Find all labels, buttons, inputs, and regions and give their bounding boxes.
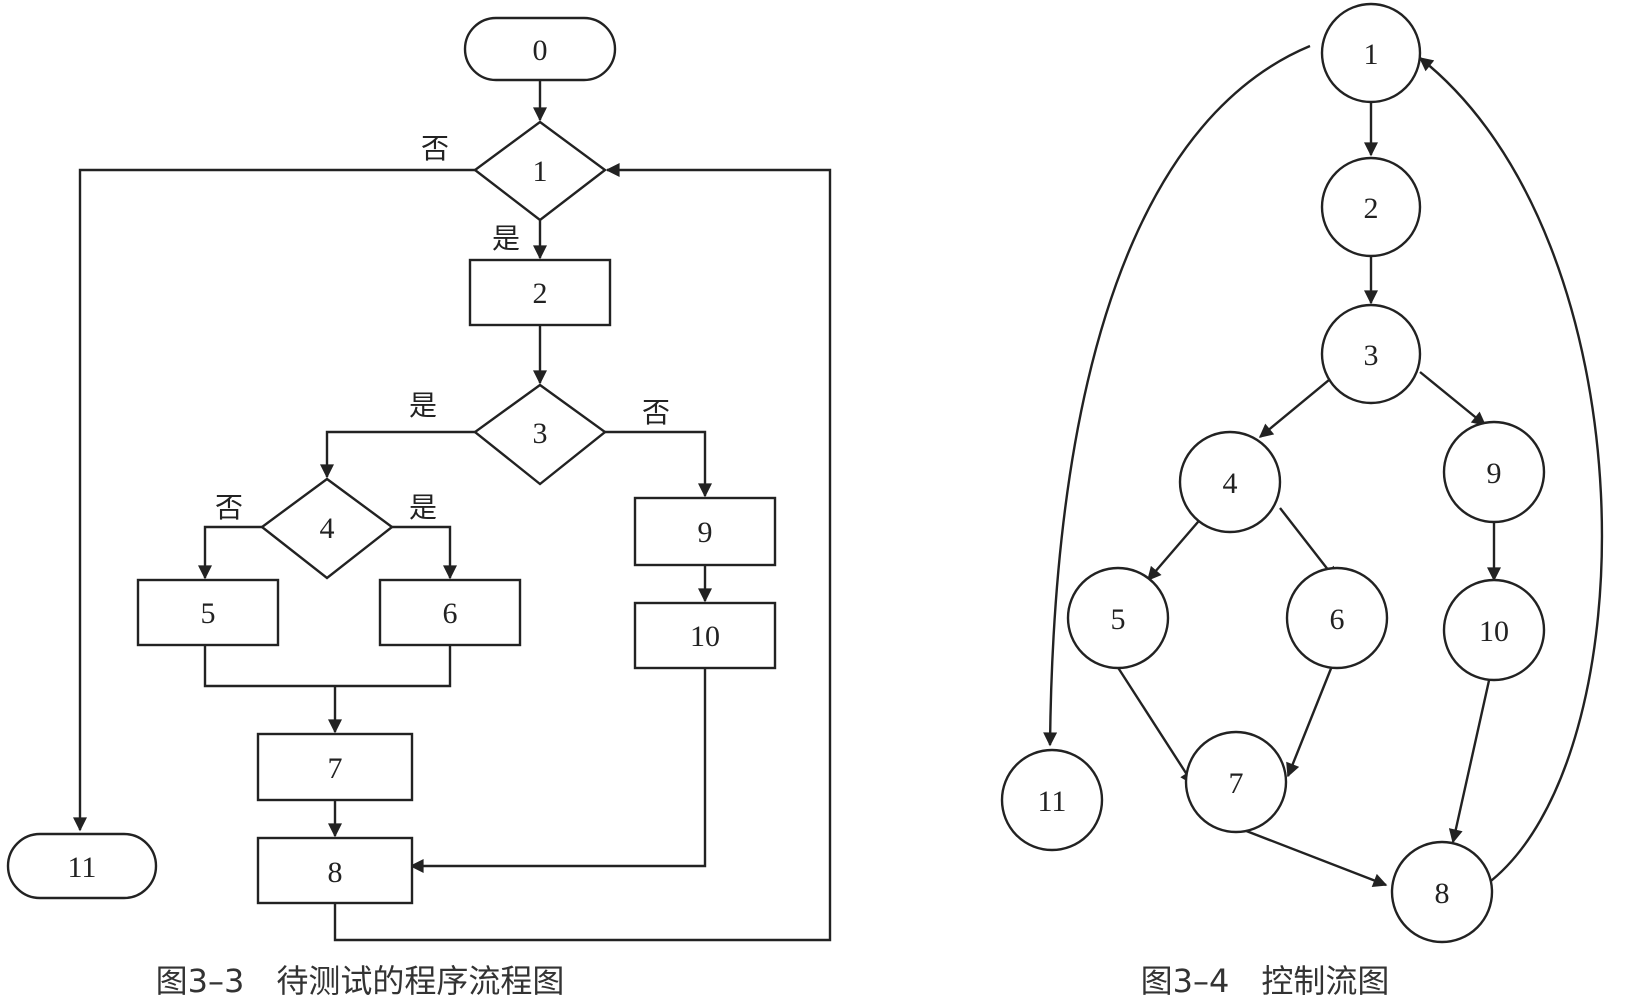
cfg-edge-3-4: [1258, 374, 1336, 438]
flow-node-0: 0: [463, 16, 617, 82]
cfg-node-5-label: 5: [1111, 603, 1126, 636]
cfg-edge-10-8: [1448, 675, 1492, 844]
flow-node-8-label: 8: [328, 856, 343, 889]
edge-10-8: [409, 668, 707, 873]
cfg-edge-1-11: [1043, 44, 1311, 747]
cfg-node-10-label: 10: [1479, 615, 1509, 648]
cfg-node-1-label: 1: [1364, 38, 1379, 71]
flow-node-5-label: 5: [201, 597, 216, 630]
flow-node-9: 9: [633, 496, 777, 567]
flow-node-4: 4: [260, 477, 394, 580]
cfg-node-2-label: 2: [1364, 192, 1379, 225]
flow-node-2: 2: [468, 258, 612, 327]
branch-label-d4-yes: 是: [409, 491, 437, 524]
flow-node-4-label: 4: [320, 512, 335, 545]
flowchart-caption: 图3–3 待测试的程序流程图: [156, 962, 565, 1000]
edge-8-1-loop: [333, 163, 832, 942]
flow-node-11: 11: [6, 832, 158, 900]
flow-node-5: 5: [136, 578, 280, 647]
cfg-node-2: 2: [1320, 156, 1422, 258]
branch-label-d3-yes: 是: [409, 389, 437, 422]
cfg-node-8-label: 8: [1435, 877, 1450, 910]
flow-node-8: 8: [256, 836, 414, 905]
flow-node-10: 10: [633, 601, 777, 670]
cfg-node-6-label: 6: [1330, 603, 1345, 636]
branch-label-d4-no: 否: [215, 491, 243, 524]
edge-5-6-join: [203, 645, 452, 688]
flow-node-11-label: 11: [68, 851, 97, 884]
cfg-node-6: 6: [1285, 566, 1389, 670]
cfg-node-3-label: 3: [1364, 339, 1379, 372]
flowchart: 0 1 2 3 4 5 6: [6, 16, 832, 1000]
flow-node-2-label: 2: [533, 277, 548, 310]
edge-1-11: [73, 168, 475, 832]
edge-3-9: [605, 430, 712, 498]
cfg-edge-3-9: [1419, 371, 1487, 426]
cfg-node-10: 10: [1442, 578, 1546, 682]
control-graph-caption: 图3–4 控制流图: [1141, 962, 1390, 1000]
flow-node-1: 1: [473, 120, 607, 222]
cfg-edge-5-7: [1115, 665, 1195, 786]
branch-label-d3-no: 否: [642, 396, 670, 429]
cfg-node-11: 11: [1000, 748, 1104, 852]
cfg-node-7-label: 7: [1229, 767, 1244, 800]
flow-node-9-label: 9: [698, 516, 713, 549]
edge-4-6: [392, 525, 457, 580]
flow-node-0-label: 0: [533, 34, 548, 67]
cfg-edge-6-7: [1286, 665, 1334, 778]
cfg-node-9-label: 9: [1487, 457, 1502, 490]
cfg-edge-8-1: [1418, 57, 1604, 885]
flow-node-7-label: 7: [328, 752, 343, 785]
flow-node-7: 7: [256, 732, 414, 802]
control-flow-graph: 1 2 3 4 5 6 7 8: [1000, 2, 1604, 1000]
flow-node-6: 6: [378, 578, 522, 647]
cfg-node-5: 5: [1066, 566, 1170, 670]
flow-node-1-label: 1: [533, 155, 548, 188]
cfg-node-11-label: 11: [1038, 785, 1067, 818]
edge-3-4: [320, 430, 475, 479]
flow-node-3-label: 3: [533, 417, 548, 450]
cfg-node-9: 9: [1442, 420, 1546, 524]
edge-4-5: [198, 525, 262, 580]
cfg-node-7: 7: [1184, 730, 1288, 834]
cfg-node-4: 4: [1178, 430, 1282, 534]
flow-node-3: 3: [473, 383, 607, 486]
branch-label-d1-no: 否: [421, 132, 449, 165]
flow-node-10-label: 10: [690, 620, 720, 653]
cfg-node-3: 3: [1320, 303, 1422, 405]
branch-label-d1-yes: 是: [492, 222, 520, 255]
cfg-edge-7-8: [1235, 825, 1388, 887]
flowchart-edges: [73, 80, 832, 942]
flow-node-6-label: 6: [443, 597, 458, 630]
cfg-node-4-label: 4: [1223, 467, 1238, 500]
cfg-node-8: 8: [1390, 840, 1494, 944]
cfg-node-1: 1: [1320, 2, 1422, 104]
